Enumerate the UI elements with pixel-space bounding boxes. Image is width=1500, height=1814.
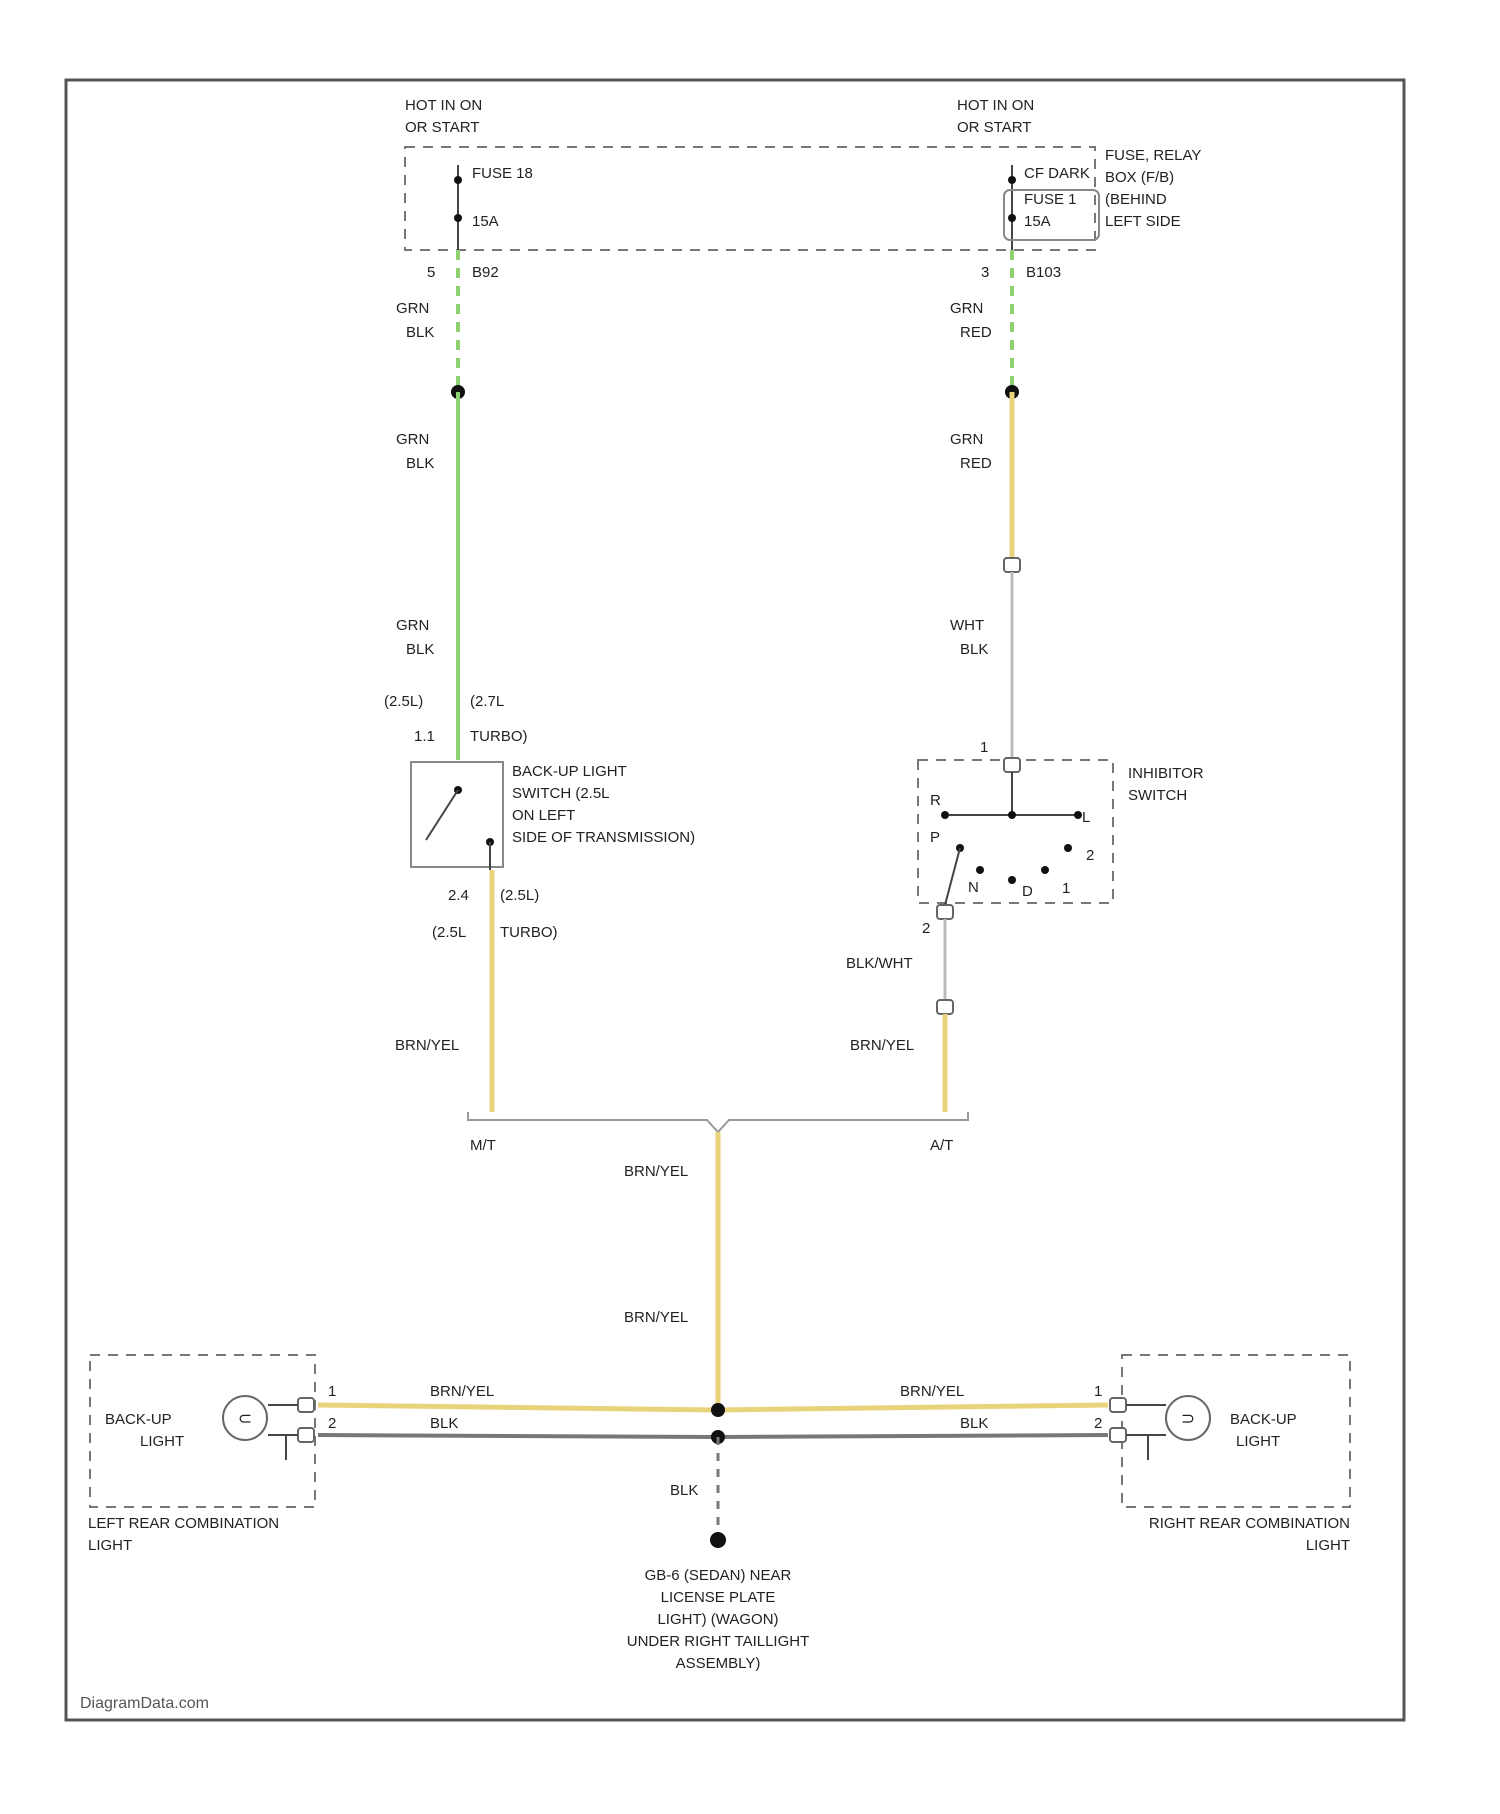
- inhibitor-label-2: SWITCH: [1128, 787, 1187, 804]
- inhibitor-contact-n: N: [968, 879, 979, 896]
- left-hot-line1: HOT IN ON: [405, 97, 482, 114]
- right-lamp-component-1: RIGHT REAR COMBINATION: [1149, 1515, 1350, 1532]
- fuse-box-label-3: (BEHIND: [1105, 191, 1167, 208]
- ground-label-4: UNDER RIGHT TAILLIGHT: [627, 1633, 810, 1650]
- switch-below-2a: (2.5L: [432, 924, 466, 941]
- right-lamp-ground-wire: [718, 1435, 1108, 1437]
- switch-label-2: SWITCH (2.5L: [512, 785, 610, 802]
- fuse-relay-box: [405, 147, 1095, 250]
- switch-below-2b: TURBO): [500, 924, 558, 941]
- right-lamp-component-2: LIGHT: [1306, 1537, 1350, 1554]
- right-top-color2: RED: [960, 324, 992, 341]
- left-mid-color1: GRN: [396, 431, 429, 448]
- left-lamp-component-1: LEFT REAR COMBINATION: [88, 1515, 279, 1532]
- right-low-color2: BLK: [960, 641, 988, 658]
- right-rear-combination-light: [1122, 1355, 1350, 1507]
- ground-label-1: GB-6 (SEDAN) NEAR: [645, 1567, 792, 1584]
- right-top-color1: GRN: [950, 300, 983, 317]
- main-upper-color: BRN/YEL: [624, 1163, 688, 1180]
- left-lamp-filament-icon: ⊂: [238, 1409, 252, 1428]
- fuse-box-label-1: FUSE, RELAY: [1105, 147, 1201, 164]
- inhibitor-label-1: INHIBITOR: [1128, 765, 1204, 782]
- right-lamp-filament-icon: ⊃: [1181, 1409, 1195, 1428]
- left-power-conn: B92: [472, 264, 499, 281]
- left-lamp-ground-wire: [318, 1435, 718, 1437]
- left-top-color1: GRN: [396, 300, 429, 317]
- horiz-right-top-color: BRN/YEL: [900, 1383, 964, 1400]
- option-brace: [468, 1112, 968, 1132]
- right-mid-color2: RED: [960, 455, 992, 472]
- switch-above-1b: (2.7L: [470, 693, 504, 710]
- left-lamp-label-2: LIGHT: [140, 1433, 184, 1450]
- switch-label-1: BACK-UP LIGHT: [512, 763, 627, 780]
- left-fuse-amp: 15A: [472, 213, 499, 230]
- right-lamp-label-2: LIGHT: [1236, 1433, 1280, 1450]
- branch-at: A/T: [930, 1137, 953, 1154]
- right-lamp-pin-top: 1: [1094, 1383, 1102, 1400]
- inhibitor-pin-bottom: 2: [922, 920, 930, 937]
- inhibitor-contact-2: 2: [1086, 847, 1094, 864]
- inhibitor-contact-r: R: [930, 792, 941, 809]
- inhibitor-contact-p: P: [930, 829, 940, 846]
- right-lamp-pin-bot: 2: [1094, 1415, 1102, 1432]
- right-hot-line1: HOT IN ON: [957, 97, 1034, 114]
- left-lamp-feed-wire: [318, 1405, 718, 1410]
- switch-above-2a: 1.1: [414, 728, 435, 745]
- diagram-frame: [66, 80, 1404, 1720]
- right-lamp-label-1: BACK-UP: [1230, 1411, 1297, 1428]
- right-hot-line2: OR START: [957, 119, 1031, 136]
- branch-mt: M/T: [470, 1137, 496, 1154]
- inhibitor-contact-d: D: [1022, 883, 1033, 900]
- horiz-left-bot-color: BLK: [430, 1415, 458, 1432]
- inhibitor-out-color: BLK/WHT: [846, 955, 913, 972]
- ground-wire-color: BLK: [670, 1482, 698, 1499]
- left-fuse-name: FUSE 18: [472, 165, 533, 182]
- inhibitor-pin-top: 1: [980, 739, 988, 756]
- footer-watermark: DiagramData.com: [80, 1695, 209, 1712]
- left-mid-color2: BLK: [406, 455, 434, 472]
- fuse-box-label-2: BOX (F/B): [1105, 169, 1174, 186]
- inhibitor-contact-l: L: [1082, 809, 1090, 826]
- right-lamp-feed-wire: [718, 1405, 1108, 1410]
- switch-above-2b: TURBO): [470, 728, 528, 745]
- right-power-pin: 3: [981, 264, 989, 281]
- ground-label-2: LICENSE PLATE: [661, 1589, 776, 1606]
- ground-point: [710, 1532, 726, 1548]
- inhibitor-contact-1: 1: [1062, 880, 1070, 897]
- left-lamp-label-1: BACK-UP: [105, 1411, 172, 1428]
- switch-label-3: ON LEFT: [512, 807, 575, 824]
- right-mid-color1: GRN: [950, 431, 983, 448]
- left-power-pin: 5: [427, 264, 435, 281]
- horiz-left-top-color: BRN/YEL: [430, 1383, 494, 1400]
- switch-below-1b: (2.5L): [500, 887, 539, 904]
- left-lamp-pin-top: 1: [328, 1383, 336, 1400]
- left-switch-out-color: BRN/YEL: [395, 1037, 459, 1054]
- main-lower-color: BRN/YEL: [624, 1309, 688, 1326]
- right-fuse-amp: 15A: [1024, 213, 1051, 230]
- right-low-color1: WHT: [950, 617, 984, 634]
- ground-label-3: LIGHT) (WAGON): [657, 1611, 778, 1628]
- right-fuse-name2: FUSE 1: [1024, 191, 1077, 208]
- left-low-color1: GRN: [396, 617, 429, 634]
- right-fuse-name1: CF DARK: [1024, 165, 1090, 182]
- right-switch-out-color: BRN/YEL: [850, 1037, 914, 1054]
- left-low-color2: BLK: [406, 641, 434, 658]
- feed-splice: [711, 1403, 725, 1417]
- right-power-conn: B103: [1026, 264, 1061, 281]
- left-hot-line2: OR START: [405, 119, 479, 136]
- fuse-box-label-4: LEFT SIDE: [1105, 213, 1181, 230]
- left-rear-combination-light: [90, 1355, 315, 1507]
- switch-above-1a: (2.5L): [384, 693, 423, 710]
- horiz-right-bot-color: BLK: [960, 1415, 988, 1432]
- left-lamp-pin-bot: 2: [328, 1415, 336, 1432]
- switch-below-1a: 2.4: [448, 887, 469, 904]
- switch-label-4: SIDE OF TRANSMISSION): [512, 829, 695, 846]
- left-lamp-component-2: LIGHT: [88, 1537, 132, 1554]
- ground-label-5: ASSEMBLY): [676, 1655, 761, 1672]
- left-top-color2: BLK: [406, 324, 434, 341]
